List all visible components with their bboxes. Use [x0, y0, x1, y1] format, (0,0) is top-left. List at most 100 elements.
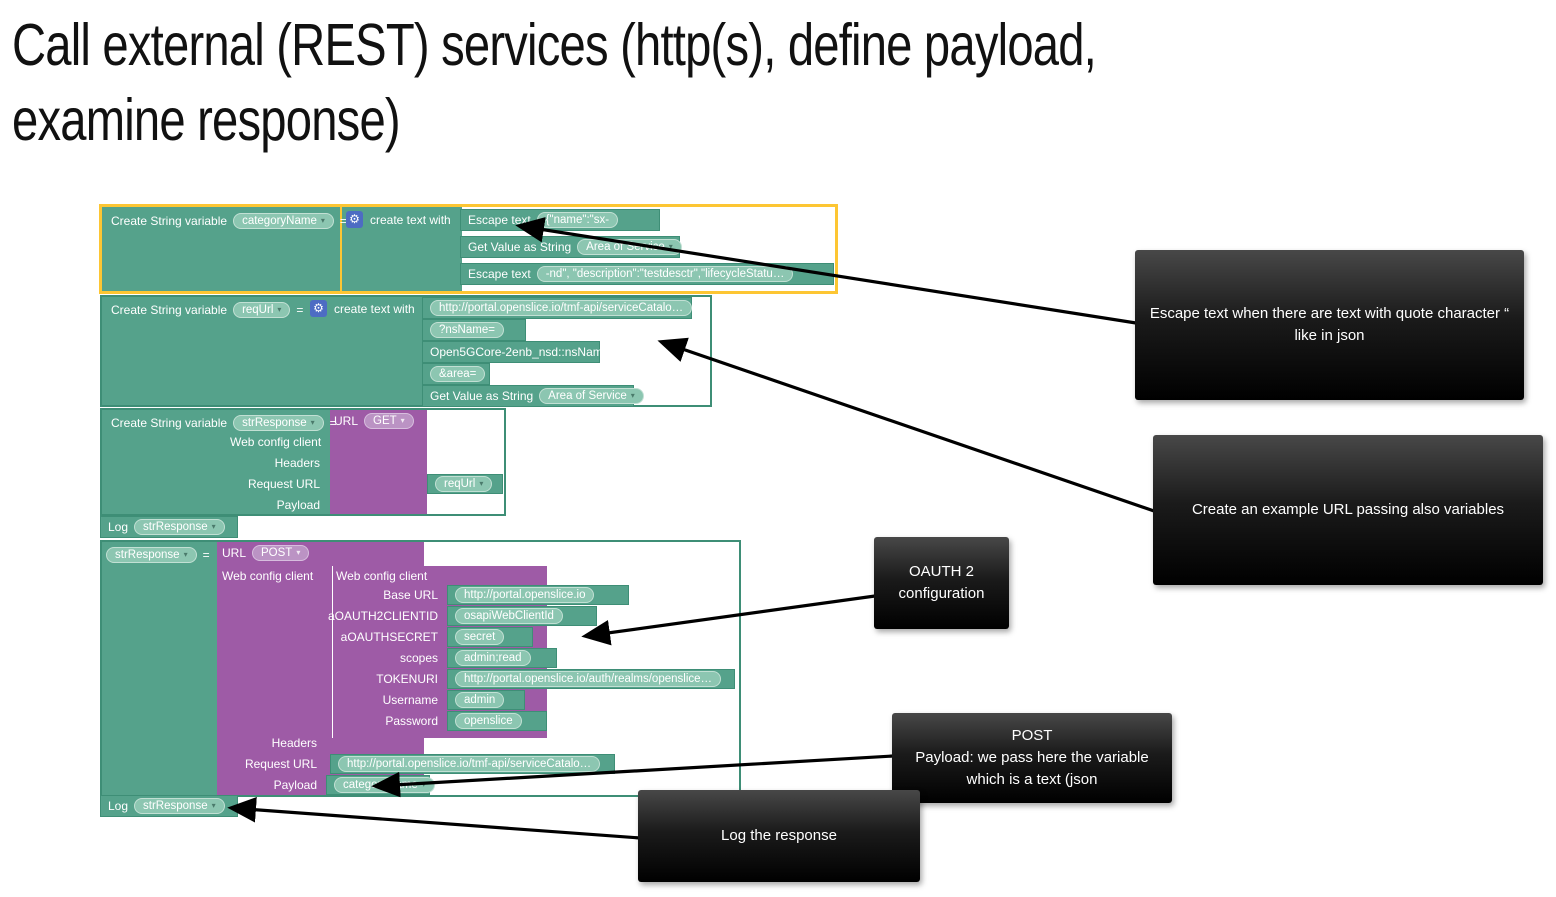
chevron-down-icon: ▾ [630, 391, 635, 400]
payload-input-label: Payload [273, 778, 317, 792]
chevron-down-icon: ▾ [421, 780, 426, 789]
var-declaration: Create String variable categoryName▾ = [104, 210, 354, 232]
chevron-down-icon: ▾ [296, 548, 301, 557]
callout-example-url: Create an example URL passing also varia… [1153, 435, 1543, 585]
chevron-down-icon: ▾ [400, 416, 405, 425]
oauth2clientid-label: aOAUTH2CLIENTID [327, 609, 438, 623]
payload-input-label: Payload [276, 498, 320, 512]
chevron-down-icon: ▾ [211, 801, 216, 810]
text-field[interactable]: -nd", "description":"testdesctr","lifecy… [536, 266, 794, 282]
var-dropdown-requrl[interactable]: reqUrl▾ [233, 302, 291, 318]
prefix-label: Create String variable [111, 214, 228, 228]
text-field[interactable]: secret [455, 629, 505, 645]
log-block[interactable]: Log strResponse▾ [100, 795, 238, 817]
variable-block[interactable]: Open5GCore-2enb_nsd::nsName [422, 341, 609, 363]
area-of-service-dropdown[interactable]: Area of Service▾ [577, 239, 682, 255]
arrow-example-url [657, 337, 1155, 513]
payload-value-block[interactable]: categoryName▾ [326, 775, 435, 795]
text-field[interactable]: &area= [430, 366, 486, 382]
text-block[interactable]: ?nsName= [422, 319, 526, 341]
baseurl-value-block[interactable]: http://portal.openslice.io [447, 585, 629, 605]
create-text-with-label: create text with [370, 213, 451, 227]
var-dropdown-requrl[interactable]: reqUrl▾ [435, 476, 493, 492]
escape-text-block[interactable]: Escape text -nd", "description":"testdes… [460, 263, 834, 285]
var-declaration: Create String variable strResponse▾ = [104, 412, 344, 434]
chevron-down-icon: ▾ [183, 550, 188, 559]
oauthsecret-label: aOAUTHSECRET [340, 630, 438, 644]
password-label: Password [385, 714, 438, 728]
text-field[interactable]: http://portal.openslice.io [455, 587, 595, 603]
log-block[interactable]: Log strResponse▾ [100, 516, 238, 538]
var-assignment: strResponse▾ = [104, 544, 212, 566]
prefix-label: Create String variable [111, 303, 228, 317]
equals-sign: = [202, 548, 210, 562]
requrl-value-block[interactable]: reqUrl▾ [427, 474, 503, 494]
text-field[interactable]: osapiWebClientId [455, 608, 563, 624]
get-value-as-string-block[interactable]: Get Value as String Area of Service▾ [460, 236, 682, 258]
baseurl-label: Base URL [383, 588, 438, 602]
var-dropdown-categoryname[interactable]: categoryName▾ [233, 213, 334, 229]
mutator-gear-icon[interactable]: ⚙ [346, 211, 363, 228]
get-value-as-string-block[interactable]: Get Value as String Area of Service▾ [422, 385, 644, 407]
webconfig-input-label: Web config client [230, 435, 322, 449]
var-declaration: Create String variable reqUrl▾ = [104, 299, 310, 321]
webconfig-input-label: Web config client [222, 569, 314, 583]
text-field[interactable]: ?nsName= [430, 322, 504, 338]
text-field[interactable]: {"name":"sx- [536, 212, 619, 228]
callout-oauth2: OAUTH 2 configuration [874, 537, 1009, 629]
chevron-down-icon: ▾ [310, 418, 315, 427]
slide-title: Call external (REST) services (http(s), … [12, 12, 1097, 153]
equals-sign: = [296, 303, 304, 317]
create-text-with-label: create text with [334, 302, 415, 316]
requesturl-input-label: Request URL [247, 477, 320, 491]
headers-input-label: Headers [271, 736, 317, 750]
text-field[interactable]: http://portal.openslice.io/tmf-api/servi… [338, 756, 601, 772]
var-dropdown-strresponse[interactable]: strResponse▾ [134, 519, 225, 535]
block-left-panel [102, 542, 217, 795]
text-field[interactable]: http://portal.openslice.io/tmf-api/servi… [430, 300, 693, 316]
area-of-service-dropdown[interactable]: Area of Service▾ [539, 388, 644, 404]
chevron-down-icon: ▾ [320, 216, 325, 225]
var-dropdown-strresponse[interactable]: strResponse▾ [106, 547, 197, 563]
text-field[interactable]: openslice [455, 713, 522, 729]
chevron-down-icon: ▾ [211, 522, 216, 531]
oauth2clientid-value-block[interactable]: osapiWebClientId [447, 606, 597, 626]
tokenuri-label: TOKENURI [376, 672, 438, 686]
text-field[interactable]: http://portal.openslice.io/auth/realms/o… [455, 671, 722, 687]
oauthsecret-value-block[interactable]: secret [447, 627, 533, 647]
text-field[interactable]: admin [455, 692, 505, 708]
callout-log-response: Log the response [638, 790, 920, 882]
tokenuri-value-block[interactable]: http://portal.openslice.io/auth/realms/o… [447, 669, 735, 689]
username-value-block[interactable]: admin [447, 690, 525, 710]
callout-post-payload: POST Payload: we pass here the variable … [892, 713, 1172, 803]
block-create-strresponse-get[interactable] [100, 408, 506, 516]
text-block[interactable]: &area= [422, 363, 490, 385]
var-dropdown-strresponse[interactable]: strResponse▾ [233, 415, 324, 431]
prefix-label: Create String variable [111, 416, 228, 430]
var-dropdown-categoryname[interactable]: categoryName▾ [334, 777, 435, 793]
headers-input-label: Headers [274, 456, 320, 470]
username-label: Username [382, 693, 438, 707]
chevron-down-icon: ▾ [479, 479, 484, 488]
chevron-down-icon: ▾ [277, 305, 282, 314]
text-block[interactable]: http://portal.openslice.io/tmf-api/servi… [422, 297, 693, 319]
url-method-row: URL GET▾ [334, 410, 414, 432]
callout-escape-text: Escape text when there are text with quo… [1135, 250, 1524, 400]
webconfig-title: Web config client [336, 569, 428, 583]
text-field[interactable]: admin;read [455, 650, 531, 666]
http-method-dropdown[interactable]: POST▾ [252, 545, 310, 561]
http-method-dropdown[interactable]: GET▾ [364, 413, 414, 429]
requesturl-value-block[interactable]: http://portal.openslice.io/tmf-api/servi… [330, 754, 615, 774]
chevron-down-icon: ▾ [668, 242, 673, 251]
mutator-gear-icon[interactable]: ⚙ [310, 300, 327, 317]
equals-sign: = [339, 214, 347, 228]
requesturl-input-label: Request URL [244, 757, 317, 771]
password-value-block[interactable]: openslice [447, 711, 547, 731]
equals-sign: = [329, 416, 337, 430]
escape-text-block[interactable]: Escape text {"name":"sx- [460, 209, 660, 231]
scopes-value-block[interactable]: admin;read [447, 648, 557, 668]
var-dropdown-strresponse[interactable]: strResponse▾ [134, 798, 225, 814]
url-method-row: URL POST▾ [222, 542, 310, 564]
scopes-label: scopes [399, 651, 438, 665]
